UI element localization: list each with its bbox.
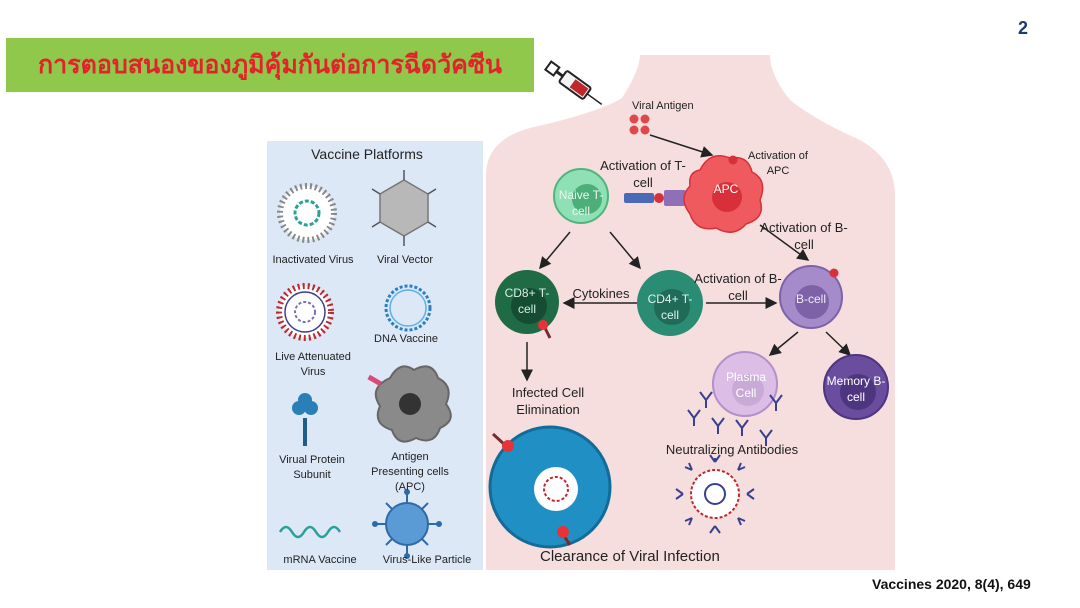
platform-label-dna-vaccine: DNA Vaccine <box>374 333 438 345</box>
inactivated-virus-icon <box>277 183 337 243</box>
activation-of-tcell-label: Activation of T-cell <box>600 158 686 190</box>
platform-label-apc: Antigen Presenting cells (APC) <box>371 451 449 493</box>
platform-label-live-attenuated-virus: Live Attenuated Virus <box>275 351 351 378</box>
virus-like-particle-icon <box>372 489 442 559</box>
platform-label-mrna-vaccine: mRNA Vaccine <box>283 554 357 566</box>
vaccine-platforms-heading: Vaccine Platforms <box>311 146 423 162</box>
activation-of-apc-label: Activation of APC <box>748 150 808 177</box>
cd8-tcell <box>495 270 559 339</box>
plasma-cell-label: Plasma Cell <box>725 370 766 400</box>
viral-antigen-icon <box>629 114 650 135</box>
arrow-naive-to-cd4 <box>609 231 641 270</box>
protein-subunit-icon <box>292 393 318 446</box>
activation-of-bcell-mid-label: Activation of B-cell <box>694 271 782 303</box>
naive-tcell-label: Naive T-cell <box>558 188 604 218</box>
platform-label-protein-subunit: Virual Protein Subunit <box>279 454 345 481</box>
platform-label-virus-like-particle: Virus-Like Particle <box>382 554 472 566</box>
infected-cell-elimination-label: Infected Cell Elimination <box>511 385 585 417</box>
naive-tcell <box>553 168 609 224</box>
b-cell <box>779 265 843 329</box>
apc-cell-icon <box>367 365 452 443</box>
plasma-cell <box>712 351 778 417</box>
apc-cell <box>683 155 764 233</box>
immune-synapse <box>624 190 686 206</box>
platform-label-viral-vector: Viral Vector <box>376 254 434 266</box>
neutralized-virus <box>675 454 755 534</box>
title-banner: การตอบสนองของภูมิคุ้มกันต่อการฉีดวัคซีน <box>6 38 534 92</box>
arrow-apc-to-bcell <box>759 224 810 261</box>
arrow-antigen-to-apc <box>649 134 714 158</box>
antibodies <box>687 391 783 446</box>
arrow-naive-to-cd8 <box>539 231 571 270</box>
dna-plasmid-icon <box>384 284 432 332</box>
platform-label-inactivated-virus: Inactivated Virus <box>272 254 354 266</box>
arrow-bcell-to-memory <box>825 331 852 357</box>
arrow-bcell-to-plasma <box>768 331 799 356</box>
clearance-label: Clearance of Viral Infection <box>540 548 720 565</box>
b-cell-label: B-cell <box>795 292 826 306</box>
apc-label: APC <box>713 182 739 196</box>
page-number: 2 <box>1018 18 1029 38</box>
neutralizing-antibodies-label: Neutralizing Antibodies <box>665 442 799 457</box>
cd4-tcell-label: CD4+ T-cell <box>647 292 693 322</box>
page-title: การตอบสนองของภูมิคุ้มกันต่อการฉีดวัคซีน <box>38 50 502 79</box>
activation-of-bcell-top-label: Activation of B-cell <box>760 220 848 252</box>
citation: Vaccines 2020, 8(4), 649 <box>872 576 1031 592</box>
syringe-icon <box>543 60 603 106</box>
mrna-strand-icon <box>278 525 342 539</box>
cd8-tcell-label: CD8+ T-cell <box>504 286 550 316</box>
viral-vector-icon <box>371 170 437 246</box>
viral-antigen-label: Viral Antigen <box>632 100 694 112</box>
live-attenuated-virus-icon <box>276 283 334 341</box>
cd4-tcell <box>637 270 703 336</box>
memory-b-cell-label: Memory B-cell <box>826 374 886 404</box>
infected-cell <box>488 425 612 549</box>
memory-b-cell <box>823 354 889 420</box>
cytokines-label: Cytokines <box>572 286 630 301</box>
